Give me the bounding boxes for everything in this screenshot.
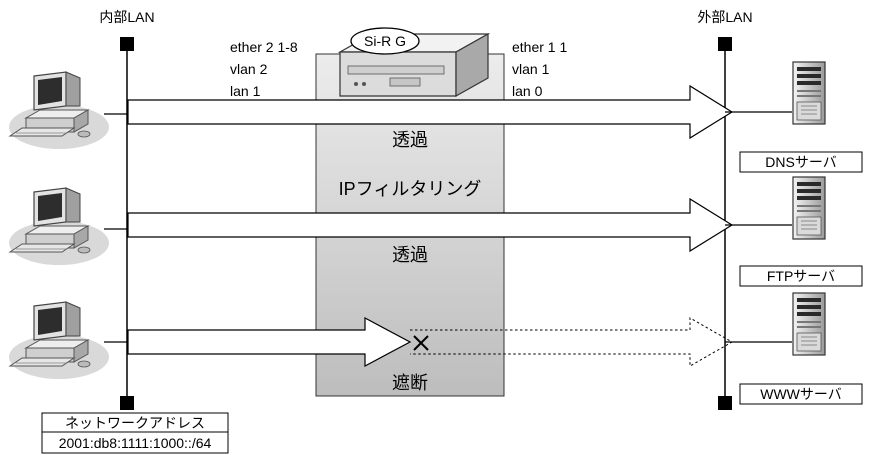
server-label-box-ftp	[739, 265, 863, 287]
right-port-lan: lan 0	[512, 83, 543, 99]
pass-arrow-1	[127, 84, 734, 140]
server-icon-ftp	[792, 176, 826, 240]
outer-lan-label: 外部LAN	[697, 9, 752, 25]
filter-title: IPフィルタリング	[339, 179, 482, 199]
left-port-lan: lan 1	[230, 83, 261, 99]
left-port-vlan: vlan 2	[230, 61, 268, 77]
pass-label-2: 透過	[392, 245, 428, 265]
network-address-value: 2001:db8:1111:1000::/64	[59, 435, 212, 451]
pc-icon-1	[8, 71, 110, 150]
left-port-ether: ether 2 1-8	[230, 39, 298, 55]
right-port-vlan: vlan 1	[512, 61, 550, 77]
network-address-title: ネットワークアドレス	[65, 415, 205, 431]
pc-icon-3	[8, 301, 110, 380]
right-port-ether: ether 1 1	[512, 39, 567, 55]
server-label-dns: DNSサーバ	[765, 154, 836, 170]
pass-label-1: 透過	[392, 130, 428, 150]
outer-lan-terminal-top	[718, 37, 732, 51]
server-icon-www	[792, 292, 826, 356]
pc-icon-2	[8, 187, 110, 266]
server-label-box-www	[739, 383, 863, 405]
server-icon-dns	[792, 61, 826, 125]
blocked-arrow	[127, 317, 412, 367]
server-label-box-dns	[739, 151, 863, 173]
server-label-www: WWWサーバ	[760, 386, 842, 402]
network-address-box	[41, 412, 229, 454]
server-label-ftp: FTPサーバ	[767, 268, 835, 284]
outer-lan-terminal-bottom	[718, 396, 732, 410]
inner-lan-terminal-bottom	[120, 396, 134, 410]
router-name-bubble	[350, 27, 420, 55]
pass-arrow-2	[127, 197, 734, 253]
router-name: Si-R G	[364, 33, 406, 49]
block-cross-icon	[413, 335, 429, 351]
block-label: 遮断	[392, 373, 428, 393]
inner-lan-label: 内部LAN	[99, 9, 154, 25]
router-device	[337, 32, 491, 98]
inner-lan-terminal-top	[120, 37, 134, 51]
